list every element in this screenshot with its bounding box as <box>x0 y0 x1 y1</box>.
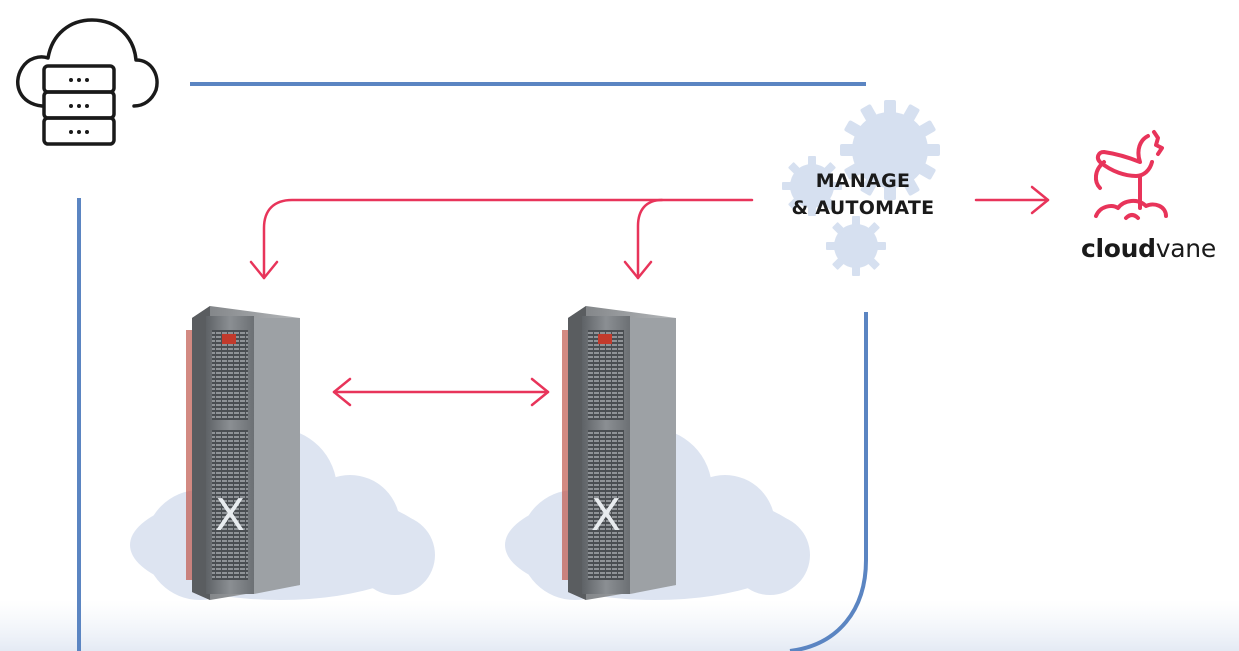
exadata-rack-right: X <box>562 306 676 600</box>
background-band <box>0 600 1239 651</box>
brand-bold-text: cloud <box>1081 234 1156 263</box>
manage-label-line2: & AUTOMATE <box>791 197 935 219</box>
svg-text:X: X <box>591 490 621 541</box>
arrow-to-right-rack <box>623 198 664 280</box>
brand-light-text: vane <box>1155 234 1216 263</box>
frame-right-curve <box>789 312 868 651</box>
exadata-rack-left: X <box>186 306 300 600</box>
arrow-to-cloudvane <box>974 185 1050 215</box>
rooster-weathervane-icon <box>1093 130 1168 220</box>
cloudvane-wordmark: cloudvane <box>1081 234 1216 263</box>
bidirectional-arrow <box>332 377 550 407</box>
manage-automate-label: MANAGE & AUTOMATE <box>758 168 968 222</box>
manage-label-line1: MANAGE <box>815 170 911 192</box>
svg-text:X: X <box>215 490 245 541</box>
cloud-database-icon <box>16 18 159 146</box>
frame-lines <box>77 82 868 651</box>
gears-icon <box>782 100 940 276</box>
arrow-to-left-rack <box>249 198 754 280</box>
